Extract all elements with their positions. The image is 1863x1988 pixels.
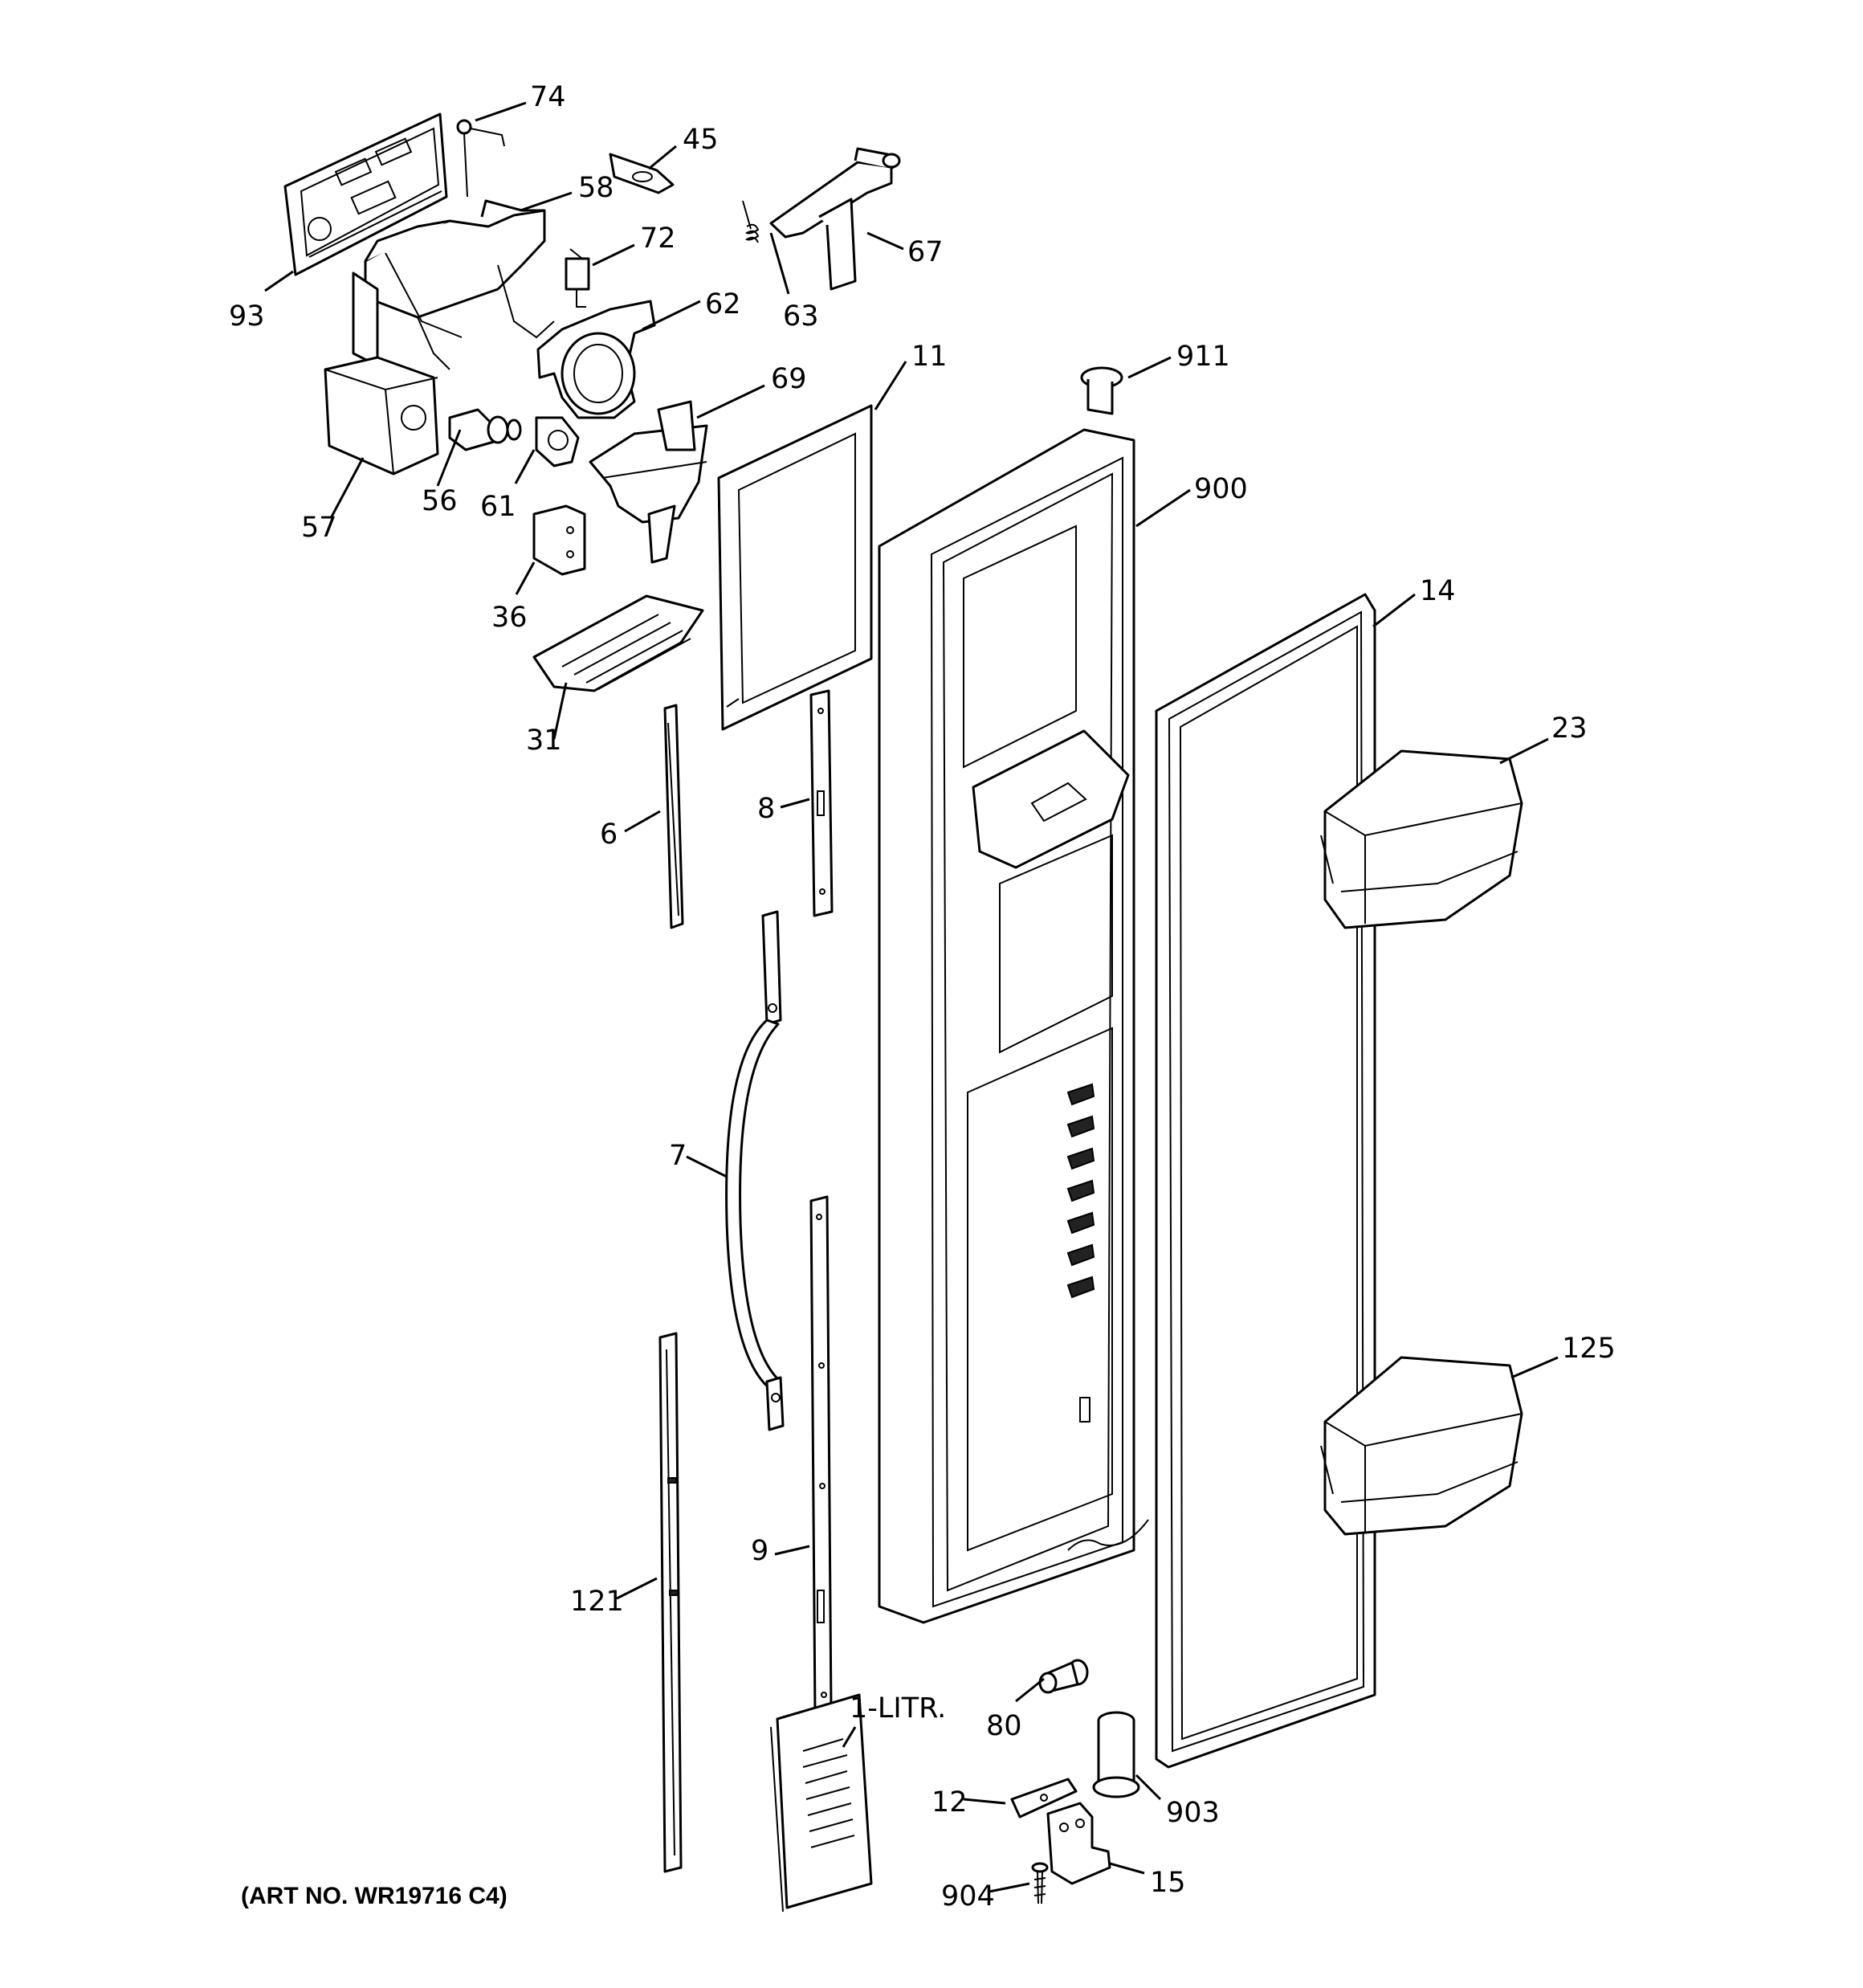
part-labels: 74 45 58 72 67 63 62 93 911 69 11 900 57…	[229, 81, 1616, 1912]
actuator-part-67	[769, 147, 901, 291]
label-14: 14	[1420, 575, 1456, 607]
switch-part-72	[565, 248, 590, 308]
label-80: 80	[986, 1710, 1022, 1742]
drip-grille-part-31	[532, 594, 704, 692]
label-6: 6	[600, 818, 618, 851]
label-9: 9	[751, 1535, 768, 1567]
label-900: 900	[1194, 473, 1248, 505]
hinge-part-15	[1046, 1802, 1111, 1885]
label-67: 67	[907, 236, 944, 268]
plug-part-911	[1080, 366, 1123, 415]
duct-part-62	[536, 300, 656, 419]
door-bin-part-23	[1320, 749, 1523, 929]
label-62: 62	[705, 288, 741, 320]
hinge-pin-part-903	[1092, 1711, 1140, 1798]
spring-part-63	[742, 200, 760, 243]
label-57: 57	[301, 512, 337, 544]
control-panel-part-93	[283, 112, 448, 276]
door-gasket-part-14	[1155, 593, 1376, 1769]
solenoid-part-56	[448, 408, 522, 451]
label-7: 7	[669, 1140, 687, 1172]
label-56: 56	[422, 485, 458, 517]
trim-part-8	[809, 689, 834, 917]
bearing-part-61	[535, 416, 580, 467]
label-125: 125	[1562, 1333, 1616, 1365]
label-31: 31	[526, 725, 562, 757]
label-23: 23	[1551, 712, 1588, 745]
bracket-part-36	[532, 504, 586, 576]
label-11: 11	[911, 341, 948, 373]
thermistor-part-74	[456, 119, 505, 198]
bushing-part-80	[1038, 1659, 1089, 1694]
trim-part-6	[663, 704, 684, 929]
label-63: 63	[783, 300, 819, 333]
label-903: 903	[1166, 1797, 1220, 1829]
screw-part-904	[1031, 1862, 1049, 1904]
label-904: 904	[941, 1880, 995, 1912]
ice-chute-part-69	[589, 400, 708, 564]
label-45: 45	[683, 124, 719, 156]
art-number: (ART NO. WR19716 C4)	[241, 1883, 508, 1909]
trim-part-121	[658, 1332, 683, 1873]
door-bin-part-125	[1320, 1356, 1523, 1536]
label-58: 58	[578, 172, 614, 204]
handle-part-7	[725, 910, 785, 1431]
bracket-part-12	[1010, 1778, 1078, 1819]
label-36: 36	[491, 602, 528, 634]
label-15: 15	[1150, 1867, 1186, 1899]
label-12: 12	[932, 1786, 968, 1819]
door-part-900	[878, 428, 1149, 1624]
dispenser-housing-part-58	[352, 199, 555, 370]
dispenser-frame-part-11	[717, 404, 873, 731]
label-911: 911	[1176, 341, 1230, 373]
label-1-litr: 1-LITR.	[850, 1692, 946, 1725]
label-61: 61	[480, 491, 516, 523]
label-74: 74	[530, 81, 566, 113]
label-72: 72	[640, 222, 676, 255]
door-shelf-supports	[1066, 1083, 1095, 1299]
label-121: 121	[570, 1586, 624, 1618]
label-8: 8	[757, 793, 775, 825]
trim-part-9	[809, 1195, 833, 1717]
motor-box-part-57	[324, 356, 439, 476]
label-69: 69	[771, 363, 807, 395]
label-93: 93	[229, 300, 265, 333]
literature-part-1-litr	[770, 1693, 873, 1912]
leader-lines	[264, 101, 1559, 1893]
bracket-part-45	[609, 153, 675, 194]
